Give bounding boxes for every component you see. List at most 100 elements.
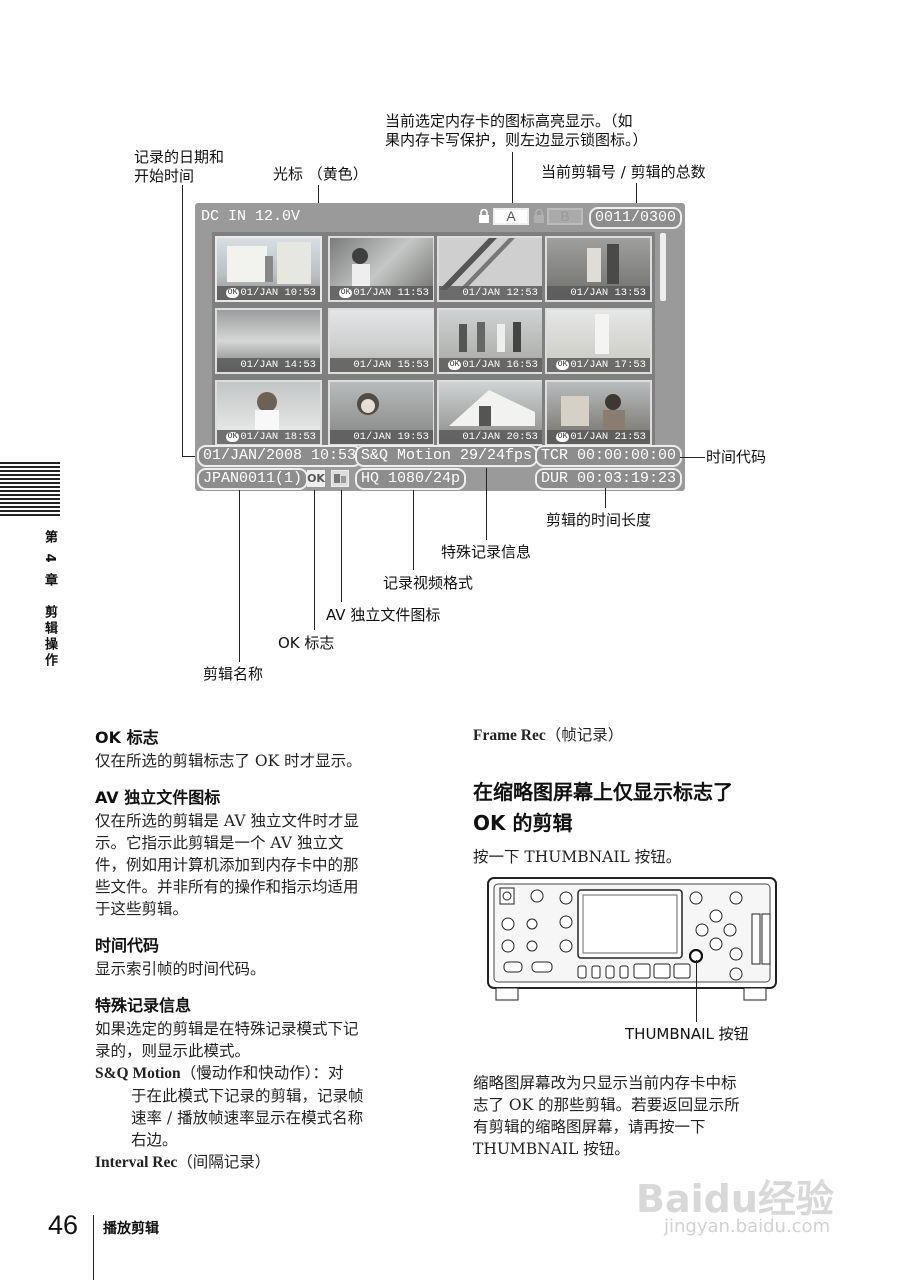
leader-line <box>341 490 342 602</box>
thumbnail-timestamp: 01/JAN 12:53 <box>439 286 542 300</box>
leader-line <box>182 456 197 457</box>
text-line: 于这些剪辑。 <box>95 900 189 918</box>
left-column: OK 标志 仅在所选的剪辑标志了 OK 时才显示。 AV 独立文件图标 仅在所选… <box>95 724 440 1174</box>
record-date-time: 01/JAN/2008 10:53 <box>197 445 363 467</box>
desc: （慢动作和快动作）：对 <box>180 1064 344 1082</box>
leader-line <box>413 490 414 570</box>
callout-clip-number: 当前剪辑号 / 剪辑的总数 <box>541 163 706 181</box>
baidu-watermark-logo: Baidu经验 <box>636 1177 834 1221</box>
lock-icon <box>478 208 490 224</box>
ok-icon: OK <box>225 288 240 298</box>
thumbnail-cell[interactable]: 01/JAN 15:53 <box>325 304 438 378</box>
callout-duration: 剪辑的时间长度 <box>546 511 652 529</box>
text-line: 如果选定的剪辑是在特殊记录模式下记 <box>95 1020 359 1038</box>
leader-line <box>239 490 240 662</box>
dc-in-indicator: DC IN 12.0V <box>201 208 301 225</box>
thumbnail[interactable]: 01/JAN 14:53 <box>215 308 322 374</box>
card-b-icon[interactable]: B <box>547 208 583 225</box>
card-a-icon[interactable]: A <box>493 208 529 225</box>
text-line: 志了 OK 的那些剪辑。若要返回显示所 <box>473 1096 740 1114</box>
callout-special-rec: 特殊记录信息 <box>441 543 532 561</box>
thumbnail[interactable]: 01/JAN 19:53 <box>328 380 435 446</box>
text-line: 右边。 <box>131 1131 178 1149</box>
text-line: 有剪辑的缩略图屏幕，请再按一下 <box>473 1118 706 1136</box>
ok-icon: OK <box>338 288 353 298</box>
ok-icon: OK <box>307 470 325 487</box>
result-paragraph: 缩略图屏幕改为只显示当前内存卡中标 志了 OK 的那些剪辑。若要返回显示所 有剪… <box>473 1072 813 1160</box>
callout-video-format: 记录视频格式 <box>383 574 474 592</box>
thumbnail-cell[interactable]: 01/JAN 20:53 <box>434 376 547 450</box>
thumbnail-timestamp: 01/JAN 20:53 <box>439 430 542 444</box>
text-av-icon: 仅在所选的剪辑是 AV 独立文件时才显 示。它指示此剪辑是一个 AV 独立文 件… <box>95 810 440 920</box>
special-rec-info: S&Q Motion 29/24fps <box>355 445 539 467</box>
callout-clip-name: 剪辑名称 <box>203 665 264 683</box>
clip-duration: DUR 00:03:19:23 <box>535 468 683 490</box>
thumbnail-timestamp: 01/JAN 19:53 <box>330 430 433 444</box>
thumbnail-cell[interactable]: 01/JAN 19:53 <box>325 376 438 450</box>
text-timecode: 显示索引帧的时间代码。 <box>95 960 266 978</box>
callout-rec-date-line1: 记录的日期和 <box>134 148 225 166</box>
callout-timecode: 时间代码 <box>706 448 767 466</box>
heading-line: 在缩略图屏幕上仅显示标志了 <box>473 780 733 804</box>
text-line: 些文件。并非所有的操作和指示均适用 <box>95 878 359 896</box>
ok-icon: OK <box>447 360 462 370</box>
leader-line <box>636 183 637 208</box>
thumbnail-cell[interactable]: 01/JAN 13:53 <box>542 232 655 306</box>
av-file-icon <box>331 470 349 487</box>
press-instruction: 按一下 THUMBNAIL 按钮。 <box>473 848 682 866</box>
heading-av-icon: AV 独立文件图标 <box>95 788 221 807</box>
video-format: HQ 1080/24p <box>355 468 467 490</box>
text-line: 于在此模式下记录的剪辑，记录帧 <box>131 1087 364 1105</box>
callout-cursor: 光标 （黄色） <box>273 165 368 183</box>
thumbnail-cell[interactable]: 01/JAN 14:53 <box>212 304 325 378</box>
text-line: 速率 / 播放帧速率显示在模式名称 <box>131 1109 364 1127</box>
lock-icon-dim <box>533 208 545 224</box>
ok-icon: OK <box>555 432 570 442</box>
thumbnail[interactable]: 01/JAN 15:53 <box>328 308 435 374</box>
leader-line <box>680 457 705 458</box>
desc: （间隔记录） <box>177 1153 271 1171</box>
thumbnail[interactable]: 01/JAN 20:53 <box>437 380 544 446</box>
timecode-display: TCR 00:00:00:00 <box>535 445 683 467</box>
leader-line <box>696 960 697 1022</box>
section-heading: 在缩略图屏幕上仅显示标志了 OK 的剪辑 <box>473 777 733 839</box>
text-ok-mark: 仅在所选的剪辑标志了 OK 时才显示。 <box>95 752 362 770</box>
thumbnail-timestamp: 01/JAN 15:53 <box>330 358 433 372</box>
text-line: THUMBNAIL 按钮。 <box>473 1140 630 1158</box>
term: Interval Rec <box>95 1154 178 1171</box>
text-line: 仅在所选的剪辑是 AV 独立文件时才显 <box>95 812 359 830</box>
baidu-watermark-url: jingyan.baidu.com <box>664 1216 831 1237</box>
sq-motion-item: S&Q Motion（慢动作和快动作）：对 <box>95 1062 440 1085</box>
text-special-rec: 如果选定的剪辑是在特殊记录模式下记 录的，则显示此模式。 S&Q Motion（… <box>95 1018 440 1174</box>
heading-special-rec: 特殊记录信息 <box>95 996 192 1015</box>
thumbnail[interactable]: 01/JAN 13:53 <box>545 236 652 302</box>
text-line: 示。它指示此剪辑是一个 AV 独立文 <box>95 834 344 852</box>
thumbnail[interactable]: 01/JAN 12:53 <box>437 236 544 302</box>
heading-line: OK 的剪辑 <box>473 811 573 835</box>
scrollbar[interactable] <box>660 233 666 301</box>
callout-highlight-line1: 当前选定内存卡的图标高亮显示。（如 <box>385 112 633 130</box>
leader-line <box>605 488 606 508</box>
text-line: 录的，则显示此模式。 <box>95 1042 251 1060</box>
thumbnail-timestamp: 01/JAN 13:53 <box>547 286 650 300</box>
thumbnail-cell[interactable]: 01/JAN 12:53 <box>434 232 547 306</box>
callout-highlight-line2: 果内存卡写保护，则左边显示锁图标。） <box>385 131 648 149</box>
